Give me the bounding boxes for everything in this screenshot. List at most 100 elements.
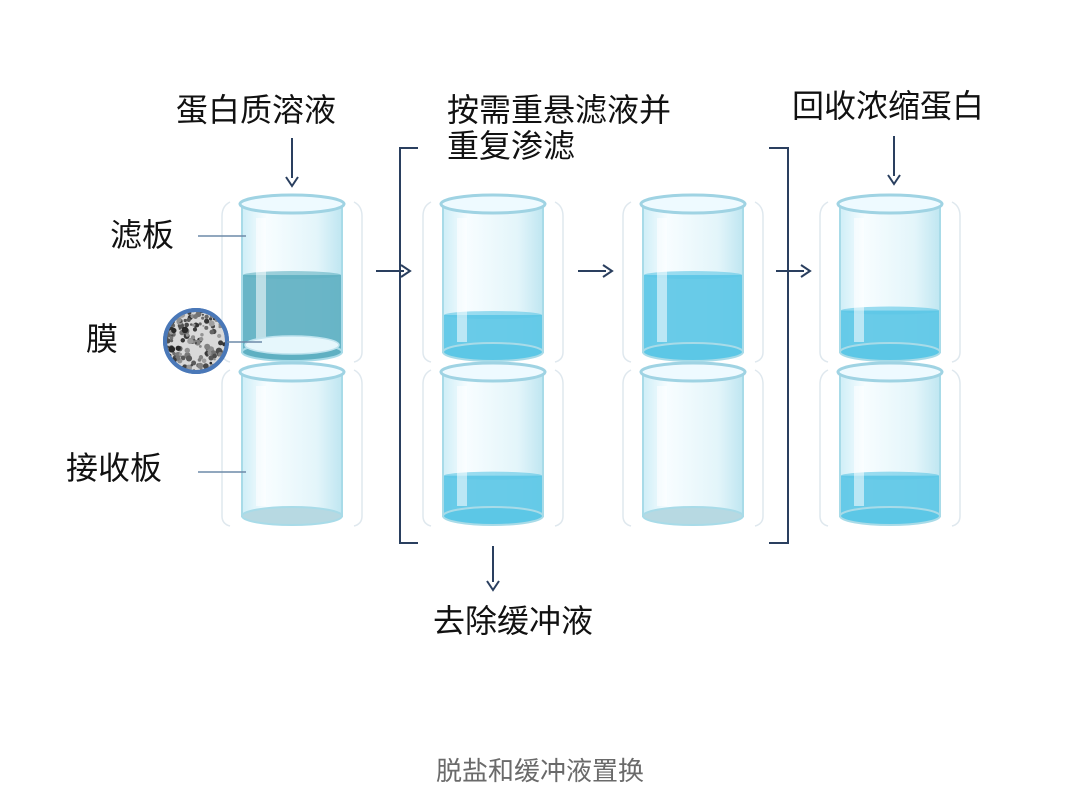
- cup-bottom: [642, 506, 744, 526]
- cup-bottom: [442, 342, 544, 362]
- membrane-pore: [171, 327, 177, 334]
- plate-wall-right: [951, 369, 961, 527]
- membrane-pore: [180, 355, 186, 361]
- label-protein-solution: 蛋白质溶液: [176, 91, 337, 129]
- membrane-pore: [172, 351, 176, 356]
- membrane-pore: [166, 311, 169, 315]
- cup-highlight: [457, 386, 467, 506]
- membrane-pore: [197, 358, 202, 362]
- right-arrow-icon: [376, 264, 412, 278]
- cup-highlight: [457, 218, 467, 342]
- down-arrow-icon: [285, 138, 299, 188]
- label-resuspend: 按需重悬滤液并 重复渗滤: [447, 92, 671, 164]
- cup-highlight: [256, 386, 266, 506]
- membrane-pore: [199, 337, 204, 342]
- cup-rim: [836, 361, 944, 383]
- cup-highlight: [854, 218, 864, 342]
- receiver-well-after-filtration: [422, 361, 564, 527]
- liquid-surface: [644, 271, 742, 280]
- membrane-pore: [224, 316, 226, 319]
- label-receiver-plate: 接收板: [66, 449, 163, 487]
- membrane-pore: [202, 324, 205, 327]
- membrane-pore: [204, 343, 211, 350]
- down-arrow-icon: [486, 546, 500, 592]
- cup-highlight: [657, 386, 667, 506]
- cup-bottom: [442, 506, 544, 526]
- cup-highlight: [657, 218, 667, 342]
- filter-well-after-filtration: [422, 193, 564, 363]
- plate-wall-left: [622, 201, 632, 363]
- cup-rim: [439, 193, 547, 215]
- membrane-pore: [193, 314, 198, 319]
- membrane-pore: [189, 323, 193, 326]
- membrane-pore: [185, 355, 193, 362]
- filter-well-resuspended: [622, 193, 764, 363]
- membrane-pore: [201, 313, 204, 316]
- membrane-pore: [208, 320, 215, 327]
- cup-rim: [238, 361, 346, 383]
- liquid-surface: [444, 311, 542, 319]
- down-arrow-icon: [887, 136, 901, 186]
- arrow-head: [400, 264, 412, 278]
- membrane-pore: [192, 323, 196, 327]
- plate-wall-left: [622, 369, 632, 527]
- cup-rim: [238, 193, 346, 215]
- membrane-pore: [184, 322, 189, 328]
- label-membrane: 膜: [86, 320, 119, 358]
- membrane-pore: [205, 319, 210, 324]
- right-arrow-icon: [578, 264, 614, 278]
- figure-caption: 脱盐和缓冲液置换: [435, 757, 644, 787]
- plate-wall-right: [951, 201, 961, 363]
- arrow-head: [285, 176, 299, 188]
- membrane-pore: [212, 353, 217, 359]
- plate-wall-left: [819, 201, 829, 363]
- membrane-pore: [187, 338, 194, 345]
- plate-wall-right: [754, 369, 764, 527]
- membrane-pore: [168, 345, 176, 353]
- membrane-magnified-icon: [163, 308, 229, 374]
- plate-wall-right: [353, 369, 363, 527]
- membrane-pore: [190, 363, 194, 367]
- membrane-pore: [202, 363, 209, 370]
- label-remove-buffer: 去除缓冲液: [433, 602, 594, 640]
- membrane-pore: [201, 316, 205, 320]
- membrane-pore: [182, 364, 187, 369]
- cup-bottom: [241, 506, 343, 526]
- bracket-right: [769, 147, 789, 544]
- membrane-ring: [163, 308, 229, 374]
- liquid-surface: [243, 271, 341, 280]
- receiver-well-resuspended: [622, 361, 764, 527]
- label-recover: 回收浓缩蛋白: [792, 87, 985, 125]
- membrane-pore: [215, 367, 220, 371]
- membrane-pore: [184, 347, 190, 354]
- plate-wall-right: [353, 201, 363, 363]
- membrane-pore: [218, 340, 224, 346]
- plate-wall-left: [422, 201, 432, 363]
- membrane-pore: [207, 351, 212, 356]
- cup-bottom: [839, 342, 941, 362]
- plate-wall-right: [554, 369, 564, 527]
- plate-wall-left: [422, 369, 432, 527]
- membrane-pore: [201, 358, 207, 364]
- membrane-pore: [169, 336, 174, 340]
- membrane-pore: [183, 318, 187, 323]
- arrow-head: [887, 174, 901, 186]
- membrane-disc: [244, 335, 340, 355]
- cup-rim: [639, 193, 747, 215]
- plate-wall-left: [221, 369, 231, 527]
- membrane-pore: [175, 345, 181, 351]
- label-resuspend-line2: 重复渗滤: [447, 127, 576, 165]
- membrane-pore: [195, 323, 200, 328]
- membrane-pore: [209, 329, 215, 335]
- membrane-pore: [215, 369, 218, 371]
- plate-wall-right: [554, 201, 564, 363]
- membrane-pore: [181, 338, 184, 342]
- plate-wall-left: [221, 201, 231, 363]
- membrane-pore: [204, 314, 209, 319]
- label-resuspend-line1: 按需重悬滤液并: [447, 91, 672, 129]
- cup-rim: [836, 193, 944, 215]
- membrane-pore: [169, 313, 173, 317]
- membrane-pore: [186, 317, 191, 323]
